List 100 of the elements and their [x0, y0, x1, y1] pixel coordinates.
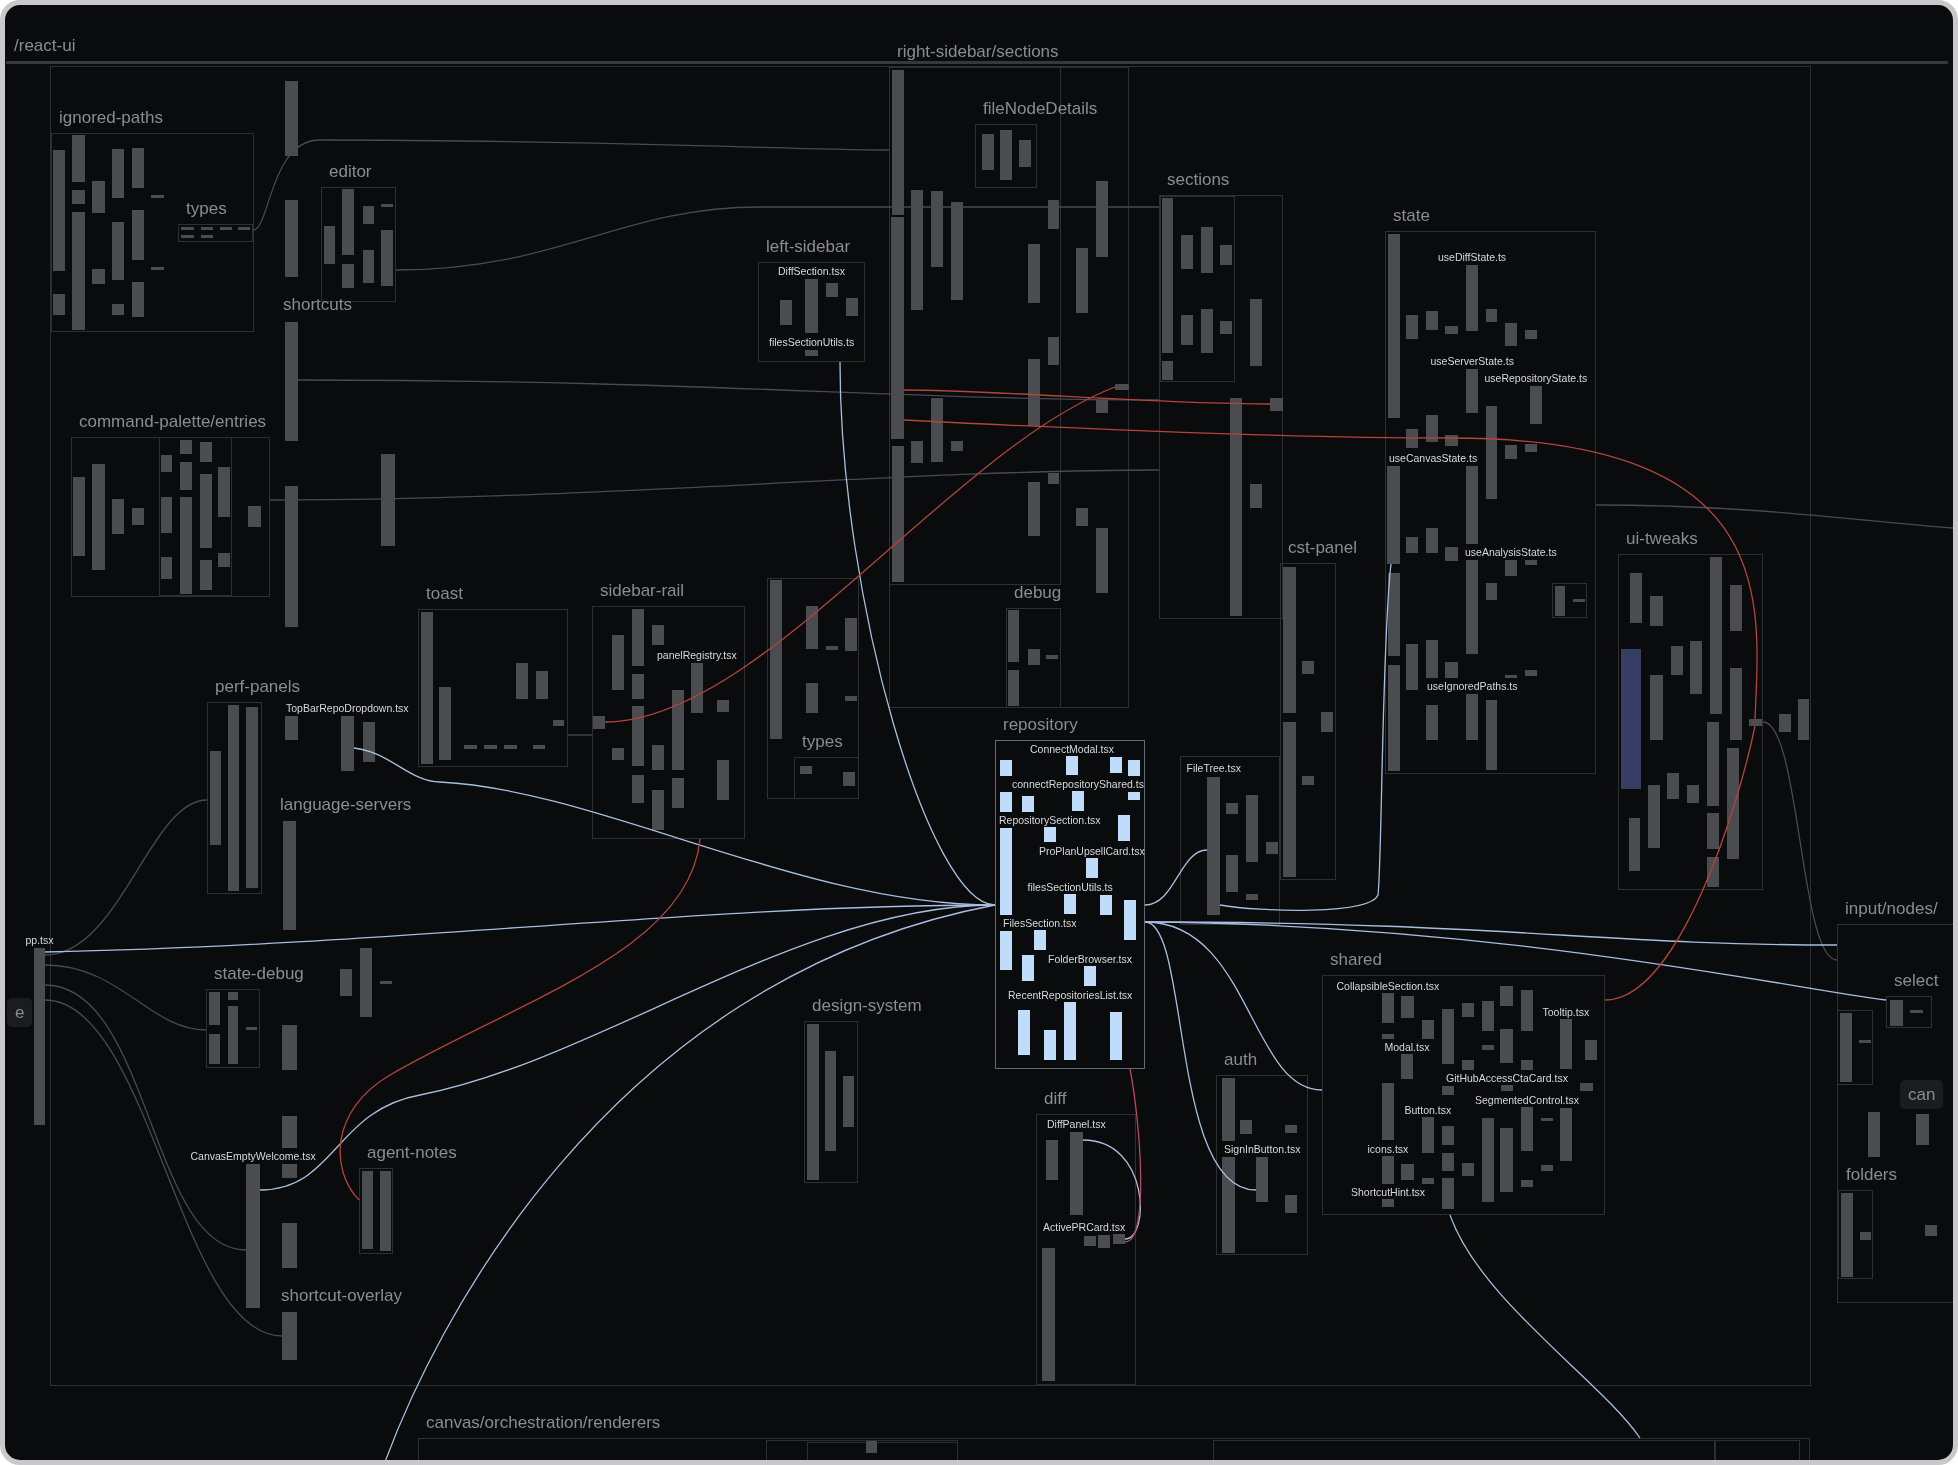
- folder-label: fileNodeDetails: [982, 98, 1099, 120]
- folder-label: sections: [1166, 169, 1231, 191]
- file-label: pp.tsx: [25, 934, 54, 946]
- file-label: panelRegistry.tsx: [657, 649, 737, 661]
- file-label: useAnalysisState.ts: [1465, 546, 1557, 558]
- file-label: icons.tsx: [1367, 1143, 1409, 1155]
- dependency-line: [1449, 1214, 1641, 1439]
- folder-label: can: [1900, 1080, 1944, 1109]
- dependency-line: [44, 964, 207, 1031]
- file-label: filesSectionUtils.ts: [769, 336, 855, 348]
- folder-label: state-debug: [213, 963, 305, 985]
- folder-label: sidebar-rail: [599, 580, 686, 602]
- folder-label: agent-notes: [366, 1142, 458, 1164]
- file-label: connectRepositoryShared.ts: [1012, 778, 1144, 790]
- folder-label: types: [185, 198, 228, 220]
- folder-box: [1180, 756, 1280, 925]
- dependency-line: [604, 386, 1116, 723]
- file-label: useIgnoredPaths.ts: [1427, 680, 1518, 692]
- folder-label: shared: [1329, 949, 1383, 971]
- dependency-line: [44, 799, 208, 956]
- folder-label: cst-panel: [1287, 537, 1358, 559]
- folder-label: design-system: [811, 995, 923, 1017]
- dependency-line: [297, 379, 1160, 401]
- dependency-line: [1082, 1139, 1141, 1240]
- folder-label: auth: [1223, 1049, 1259, 1071]
- file-label: DiffPanel.tsx: [1047, 1118, 1106, 1130]
- dependency-line: [1219, 563, 1392, 911]
- dependency-line: [1604, 725, 1756, 1001]
- file-label: RepositorySection.tsx: [999, 814, 1101, 826]
- file-label: Tooltip.tsx: [1542, 1006, 1590, 1018]
- folder-label: ui-tweaks: [1625, 528, 1699, 550]
- file-label: TopBarRepoDropdown.tsx: [286, 702, 409, 714]
- folder-label: select: [1893, 970, 1940, 992]
- folder-label: diff: [1043, 1088, 1068, 1110]
- file-label: RecentRepositoriesList.tsx: [1008, 989, 1133, 1001]
- file-label: filesSectionUtils.ts: [1027, 881, 1113, 893]
- dependency-line: [903, 389, 1271, 405]
- file-bar: [1270, 398, 1283, 411]
- folder-label: language-servers: [279, 794, 413, 816]
- dependency-line: [839, 361, 996, 906]
- file-bar: [593, 716, 605, 729]
- file-label: FilesSection.tsx: [1003, 917, 1077, 929]
- file-label: SignInButton.tsx: [1224, 1143, 1301, 1155]
- file-label: useDiffState.ts: [1438, 251, 1507, 263]
- file-label: FolderBrowser.tsx: [1048, 953, 1133, 965]
- folder-label: editor: [328, 161, 373, 183]
- dependency-line: [44, 999, 283, 1337]
- dependency-line: [252, 139, 890, 231]
- file-label: useServerState.ts: [1430, 355, 1514, 367]
- file-label: FileTree.tsx: [1186, 762, 1241, 774]
- file-label: CanvasEmptyWelcome.tsx: [190, 1150, 316, 1162]
- dependency-line: [44, 984, 247, 1251]
- file-label: ActivePRCard.tsx: [1043, 1221, 1126, 1233]
- folder-box: [1837, 1010, 1873, 1085]
- dependency-line: [339, 838, 701, 1201]
- folder-label: debug: [1013, 582, 1063, 604]
- dependency-line: [1762, 721, 1838, 961]
- file-label: DiffSection.tsx: [778, 265, 845, 277]
- folder-label: folders: [1845, 1164, 1899, 1186]
- file-label: ShortcutHint.tsx: [1351, 1186, 1426, 1198]
- file-bar: [1749, 719, 1762, 726]
- folder-box: [159, 437, 232, 596]
- dependency-line: [567, 734, 593, 736]
- dependency-line: [395, 206, 1160, 271]
- dependency-line: [1595, 504, 1953, 529]
- dependency-line: [1124, 1068, 1142, 1243]
- file-bar: [891, 217, 904, 439]
- file-label: ProPlanUpsellCard.tsx: [1039, 845, 1145, 857]
- folder-label: /react-ui: [13, 35, 77, 57]
- folder-label: state: [1392, 205, 1431, 227]
- folder-label: left-sidebar: [765, 236, 852, 258]
- folder-label: repository: [1002, 714, 1079, 736]
- dependency-line: [1144, 921, 1323, 1091]
- folder-label: input/nodes/: [1844, 898, 1939, 920]
- file-bar: [1115, 384, 1129, 390]
- dependency-line: [269, 469, 1160, 501]
- folder-label: shortcut-overlay: [280, 1285, 403, 1307]
- file-label: useRepositoryState.ts: [1484, 372, 1588, 384]
- folder-label: command-palette/entries: [78, 411, 268, 433]
- dependency-line: [903, 419, 1758, 720]
- file-label: SegmentedControl.tsx: [1475, 1094, 1579, 1106]
- file-label: CollapsibleSection.tsx: [1336, 980, 1440, 992]
- folder-label: e: [7, 998, 33, 1027]
- folder-box: [1160, 196, 1235, 382]
- folder-label: types: [801, 731, 844, 753]
- folder-label: shortcuts: [282, 294, 353, 316]
- file-label: Button.tsx: [1404, 1104, 1452, 1116]
- file-label: GitHubAccessCtaCard.tsx: [1446, 1072, 1568, 1084]
- folder-box: [767, 578, 859, 799]
- folder-label: ignored-paths: [58, 107, 164, 129]
- file-label: Modal.tsx: [1384, 1041, 1430, 1053]
- folder-label: toast: [425, 583, 464, 605]
- dependency-line: [384, 904, 996, 1460]
- dependency-line: [1144, 849, 1208, 906]
- folder-label: right-sidebar/sections: [896, 41, 1060, 63]
- file-label: ConnectModal.tsx: [1030, 743, 1115, 755]
- dependency-line: [1144, 921, 1257, 1191]
- folder-label: canvas/orchestration/renderers: [425, 1412, 662, 1434]
- file-label: useCanvasState.ts: [1389, 452, 1478, 464]
- folder-label: perf-panels: [214, 676, 302, 698]
